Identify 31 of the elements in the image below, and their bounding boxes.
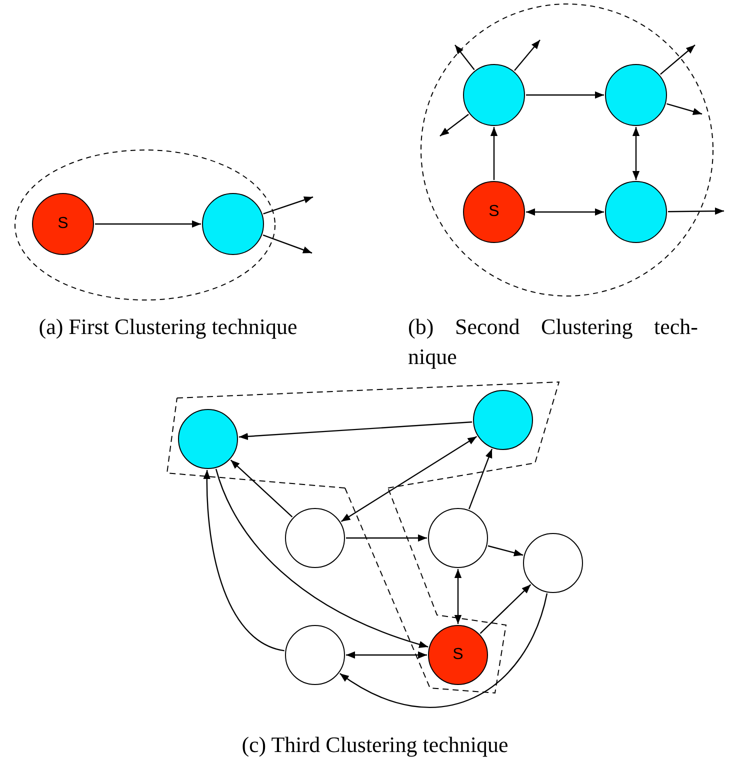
node-label: S: [488, 204, 500, 220]
subfigure-caption: (c) Third Clustering technique: [240, 731, 510, 758]
arrow: [480, 584, 532, 634]
arrow: [440, 114, 469, 136]
arrow: [95, 220, 201, 228]
arrow: [514, 40, 540, 71]
arrow: [526, 208, 604, 216]
arrow: [660, 44, 696, 75]
arrow: [203, 470, 284, 652]
arrow: [666, 103, 702, 115]
arrow: [340, 593, 548, 708]
arrow: [340, 436, 478, 522]
arrow: [346, 651, 427, 659]
arrow: [262, 234, 312, 254]
arrow: [230, 460, 293, 518]
subfigure-caption: (a) First Clustering technique: [38, 313, 298, 341]
arrow: [215, 468, 428, 648]
arrow: [488, 545, 524, 556]
arrow: [454, 44, 475, 70]
arrow: [468, 448, 493, 510]
arrow: [632, 127, 640, 180]
arrow: [526, 91, 604, 99]
node-label: S: [452, 647, 464, 663]
arrow: [263, 196, 314, 214]
arrow: [346, 534, 427, 542]
subfigure-caption: (b) Second Clustering tech- nique: [408, 313, 698, 371]
arrow: [490, 127, 498, 180]
node-label: S: [58, 216, 68, 232]
arrow: [238, 421, 472, 440]
arrow: [454, 569, 462, 624]
arrow: [668, 208, 724, 215]
